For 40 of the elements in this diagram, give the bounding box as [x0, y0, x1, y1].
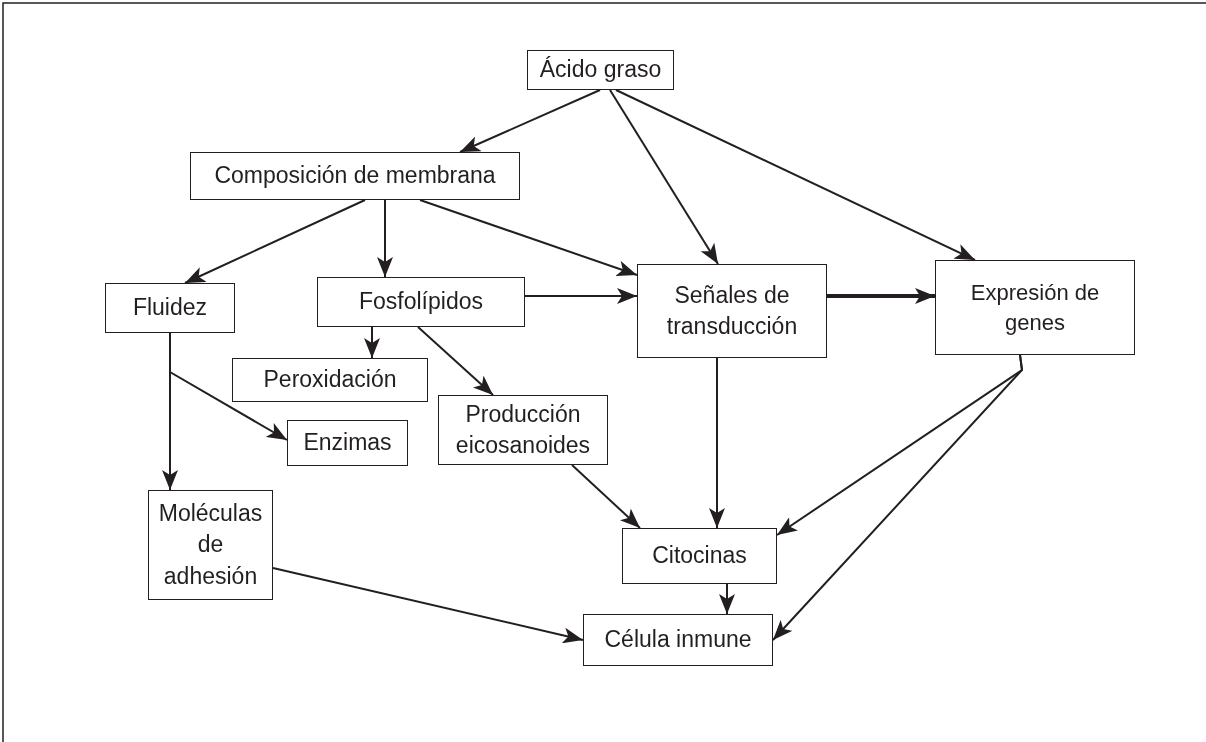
arrow	[377, 199, 393, 278]
process-box	[317, 277, 525, 327]
node-label: Ácido graso	[539, 55, 662, 85]
arrow	[524, 288, 638, 304]
arrow	[827, 288, 935, 304]
node-label: Enzimas	[303, 428, 392, 458]
arrow	[719, 583, 735, 615]
arrow	[459, 89, 601, 153]
process-box	[105, 283, 235, 333]
process-box	[438, 395, 608, 465]
process-box	[232, 358, 428, 402]
node-label: Célula inmune	[604, 625, 752, 655]
arrow	[609, 89, 719, 265]
process-box	[583, 614, 773, 666]
process-box	[148, 490, 273, 600]
process-box	[190, 152, 520, 200]
node-label: Señales de transducción	[665, 280, 799, 341]
arrow	[184, 199, 366, 284]
arrow	[709, 357, 725, 529]
process-box	[527, 50, 674, 90]
arrow	[272, 567, 584, 644]
process-box	[287, 420, 408, 466]
node-label: Citocinas	[652, 541, 747, 571]
arrow	[417, 326, 494, 396]
arrow	[419, 199, 638, 277]
process-box	[935, 260, 1135, 355]
node-label: Moléculas de adhesión	[157, 499, 264, 591]
arrow	[615, 89, 976, 261]
arrow	[169, 332, 288, 441]
process-box	[637, 264, 827, 358]
node-label: Fluidez	[132, 293, 208, 323]
node-label: Composición de membrana	[214, 161, 496, 191]
node-label: Producción eicosanoides	[454, 399, 592, 460]
node-label: Fosfolípidos	[359, 287, 483, 317]
node-label: Peroxidación	[263, 365, 397, 395]
node-label: Expresión de genes	[969, 278, 1101, 337]
process-box	[622, 528, 777, 584]
arrow	[364, 326, 380, 359]
arrow	[571, 464, 641, 529]
arrow	[772, 354, 1024, 641]
